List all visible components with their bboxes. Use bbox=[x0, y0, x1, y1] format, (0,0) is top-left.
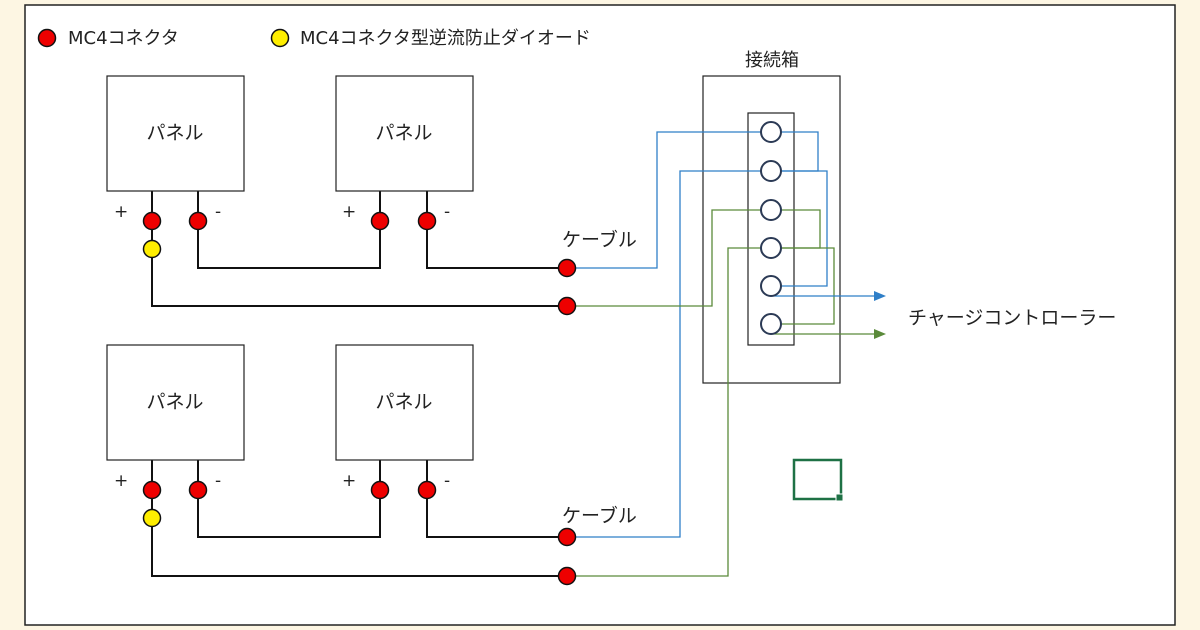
red-connector-icon bbox=[557, 527, 577, 547]
blue-cable-bottom bbox=[567, 170, 771, 538]
plus-label: + bbox=[114, 202, 128, 222]
panel-bottom-right: パネル bbox=[335, 344, 474, 461]
plus-label: + bbox=[342, 471, 356, 491]
blue-cable-top bbox=[567, 131, 771, 269]
panel-bottom-left: パネル bbox=[106, 344, 245, 461]
green-cable-bottom bbox=[567, 247, 771, 577]
blue-jumper-2 bbox=[771, 170, 828, 287]
legend-red-label: MC4コネクタ bbox=[68, 28, 179, 49]
polarity-labels: + - + - + - + - bbox=[114, 202, 450, 491]
panel-label: パネル bbox=[375, 391, 432, 413]
charge-controller-label: チャージコントローラー bbox=[908, 307, 1116, 329]
panel-label: パネル bbox=[146, 122, 203, 144]
terminal bbox=[760, 160, 782, 182]
terminal bbox=[760, 199, 782, 221]
junction-box-label: 接続箱 bbox=[745, 50, 799, 71]
panel-top-right: パネル bbox=[335, 75, 474, 192]
panel-box bbox=[335, 75, 474, 192]
red-connector-icon bbox=[557, 258, 577, 278]
plus-label: + bbox=[342, 202, 356, 222]
blue-output-arrow-icon bbox=[874, 291, 886, 301]
green-jumper-2 bbox=[771, 247, 835, 325]
legend-yellow-diode-icon bbox=[270, 28, 290, 48]
plus-label: + bbox=[114, 471, 128, 491]
terminal bbox=[760, 275, 782, 297]
minus-label: - bbox=[444, 471, 450, 491]
yellow-diode-icon bbox=[142, 508, 162, 528]
terminal bbox=[760, 121, 782, 143]
cable-runs bbox=[567, 131, 876, 577]
red-connector-icon bbox=[417, 480, 437, 500]
panel-top-left: パネル bbox=[106, 75, 245, 192]
panel-box bbox=[106, 344, 245, 461]
panel-box bbox=[106, 75, 245, 192]
green-output-arrow-icon bbox=[874, 329, 886, 339]
panel-label: パネル bbox=[146, 391, 203, 413]
terminal bbox=[760, 313, 782, 335]
red-connector-icon bbox=[370, 211, 390, 231]
minus-label: - bbox=[215, 471, 221, 491]
selection-box[interactable] bbox=[792, 458, 843, 501]
legend-red-connector-icon bbox=[37, 28, 57, 48]
red-connector-icon bbox=[417, 211, 437, 231]
cable-label: ケーブル bbox=[562, 228, 637, 251]
minus-label: - bbox=[444, 202, 450, 222]
minus-label: - bbox=[215, 202, 221, 222]
red-connector-icon bbox=[188, 211, 208, 231]
legend-yellow-label: MC4コネクタ型逆流防止ダイオード bbox=[300, 28, 591, 49]
red-connector-icon bbox=[370, 480, 390, 500]
green-cable-top bbox=[567, 209, 771, 307]
terminal-block bbox=[747, 112, 795, 346]
panel-box bbox=[335, 344, 474, 461]
resize-handle-icon[interactable] bbox=[835, 493, 844, 502]
red-connector-icon bbox=[557, 296, 577, 316]
red-connector-icon bbox=[142, 211, 162, 231]
selection-handle[interactable] bbox=[792, 458, 844, 502]
terminal bbox=[760, 237, 782, 259]
mc4-connectors bbox=[142, 211, 577, 586]
terminals bbox=[760, 121, 782, 335]
red-connector-icon bbox=[142, 480, 162, 500]
panel-label: パネル bbox=[375, 122, 432, 144]
red-connector-icon bbox=[557, 566, 577, 586]
red-connector-icon bbox=[188, 480, 208, 500]
diodes bbox=[142, 239, 162, 528]
legend: MC4コネクタ MC4コネクタ型逆流防止ダイオード bbox=[37, 28, 591, 49]
cable-label: ケーブル bbox=[562, 504, 637, 527]
yellow-diode-icon bbox=[142, 239, 162, 259]
